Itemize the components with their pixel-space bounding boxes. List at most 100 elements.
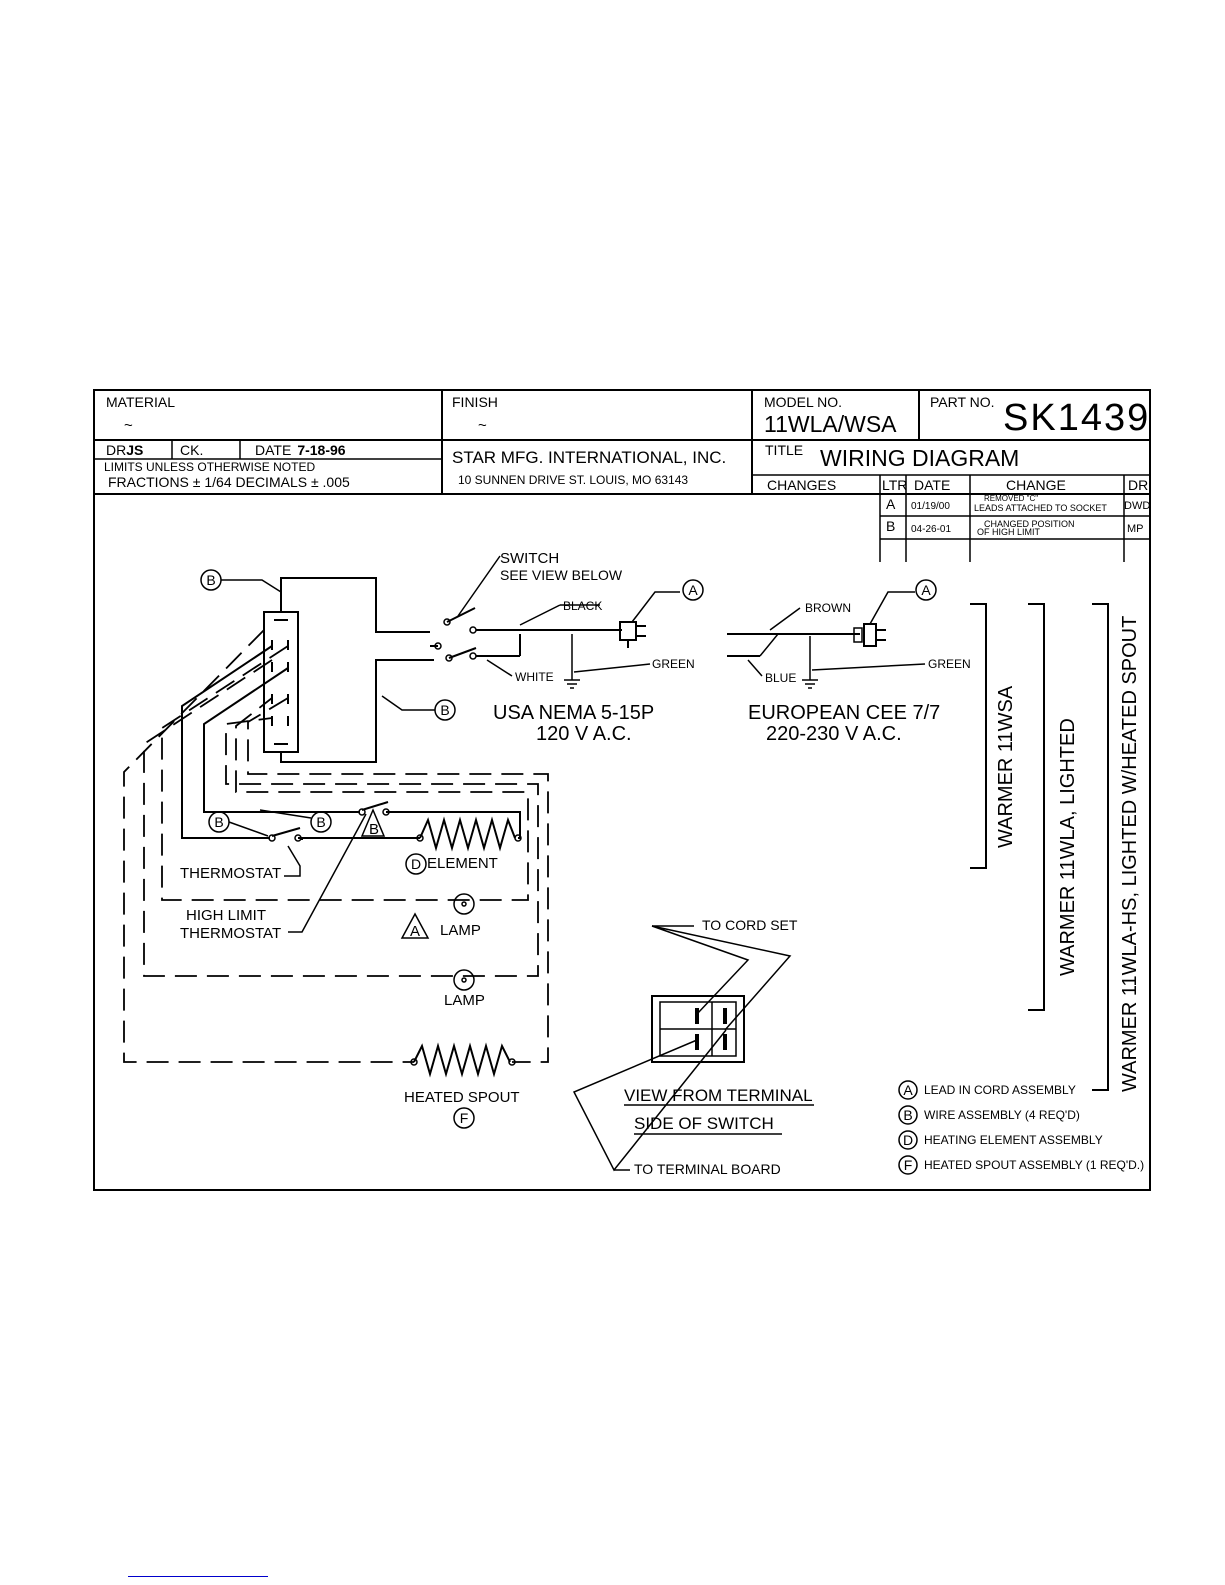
legend-b-marker	[898, 1105, 918, 1125]
usa-plug-leader	[631, 591, 680, 623]
lamp-circuit-1	[161, 645, 529, 901]
spout-terminal-left	[410, 1058, 418, 1066]
change-a-line1: REMOVED "C"	[984, 494, 1038, 503]
change-b-date: 04-26-01	[911, 524, 951, 535]
change-a-dr: DWD	[1124, 500, 1150, 512]
lamp-1-symbol	[453, 893, 475, 915]
material-value: ~	[124, 417, 133, 434]
title-label: TITLE	[765, 442, 803, 458]
marker-f-letter: F	[460, 1110, 469, 1126]
change-b-line2: OF HIGH LIMIT	[977, 527, 1041, 537]
bracket-wla	[1028, 603, 1045, 1011]
lamp-2-filament	[461, 977, 467, 983]
legend-f-marker	[898, 1155, 918, 1175]
eu-green-label: GREEN	[928, 657, 971, 671]
usa-plug-line-2: 120 V A.C.	[536, 723, 632, 745]
switch-label: SWITCH	[500, 550, 559, 567]
marker-a-usa	[682, 579, 704, 601]
drawn-by-value: JS	[126, 442, 143, 458]
model-label: MODEL NO.	[764, 394, 842, 410]
usa-plug-icon	[619, 621, 646, 648]
spout-circuit-return	[247, 697, 549, 1063]
white-leader	[486, 659, 513, 677]
spout-circuit-feed	[123, 629, 414, 1063]
lamp-2-symbol	[453, 969, 475, 991]
wire-b-top	[280, 577, 430, 633]
legend-a-marker	[898, 1080, 918, 1100]
heating-element-resistor	[419, 816, 516, 852]
switch-terminal-view	[651, 995, 745, 1063]
checked-label: CK.	[180, 442, 203, 458]
date-value: 7-18-96	[297, 442, 345, 458]
changes-header-change: CHANGE	[1006, 477, 1066, 493]
lamp-1-filament	[461, 901, 467, 907]
marker-b-triangle-letter: B	[369, 821, 379, 838]
legend-a-text: LEAD IN CORD ASSEMBLY	[924, 1083, 1076, 1097]
bracket-wsa	[970, 603, 987, 869]
legend-b-letter: B	[903, 1107, 912, 1123]
eu-plug-line-1: EUROPEAN CEE 7/7	[748, 702, 940, 724]
limits-line-1: LIMITS UNLESS OTHERWISE NOTED	[104, 460, 315, 474]
thermostat-leader	[284, 845, 301, 877]
material-label: MATERIAL	[106, 394, 175, 410]
marker-a-eu-letter: A	[921, 582, 931, 598]
to-terminal-board-label: TO TERMINAL BOARD	[634, 1161, 781, 1177]
view-label-1: VIEW FROM TERMINAL	[624, 1086, 813, 1105]
blue-wire-join	[759, 633, 779, 657]
change-a-date: 01/19/00	[911, 501, 950, 512]
warmer-wsa-label: WARMER 11WSA	[995, 685, 1017, 848]
drawn-by-label: DR	[106, 442, 126, 458]
marker-b-thermostat-leader	[228, 821, 269, 837]
part-label: PART NO.	[930, 394, 995, 410]
switch-sublabel: SEE VIEW BELOW	[500, 567, 623, 583]
main-switch-symbol	[430, 607, 622, 662]
marker-a-triangle	[400, 912, 430, 939]
marker-f	[453, 1107, 475, 1129]
part-value: SK1439	[1003, 397, 1150, 439]
changes-label: CHANGES	[767, 477, 836, 493]
to-cord-set-leaders	[651, 925, 792, 1031]
usa-green-leader	[573, 663, 651, 673]
legend-a-letter: A	[903, 1082, 913, 1098]
company-name: STAR MFG. INTERNATIONAL, INC.	[452, 448, 726, 467]
change-b-dr: MP	[1127, 523, 1144, 535]
marker-b-high-limit	[310, 811, 332, 833]
legend-d-letter: D	[903, 1132, 913, 1148]
company-address: 10 SUNNEN DRIVE ST. LOUIS, MO 63143	[458, 473, 688, 487]
eu-green-leader	[811, 663, 926, 671]
change-b-line1: CHANGED POSITION	[984, 519, 1075, 529]
thermostat-switch	[268, 827, 302, 842]
usa-plug-line-1: USA NEMA 5-15P	[493, 702, 654, 724]
usa-green-label: GREEN	[652, 657, 695, 671]
thermostat-label: THERMOSTAT	[180, 865, 281, 882]
marker-b-side-leader	[381, 695, 435, 711]
drawing-border	[93, 389, 1151, 1191]
changes-header-date: DATE	[914, 477, 950, 493]
warmer-hs-label: WARMER 11WLA-HS, LIGHTED W/HEATED SPOUT	[1119, 616, 1141, 1092]
marker-d-letter: D	[411, 856, 421, 872]
element-terminal-left	[416, 834, 424, 842]
legend-f-letter: F	[904, 1157, 913, 1173]
model-value: 11WLA/WSA	[764, 411, 897, 437]
legend-d-marker	[898, 1130, 918, 1150]
change-a-ltr: A	[886, 496, 896, 512]
usa-ground-symbol	[564, 679, 580, 689]
footer-link-underline	[128, 1576, 268, 1577]
changes-header-dr: DR	[1128, 477, 1148, 493]
black-label: BLACK	[563, 599, 602, 613]
spout-terminal-right	[508, 1058, 516, 1066]
marker-b-high-limit-letter: B	[316, 814, 325, 830]
marker-b-top-letter: B	[206, 572, 215, 588]
legend-f-text: HEATED SPOUT ASSEMBLY (1 REQ'D.)	[924, 1158, 1144, 1172]
high-limit-label-1: HIGH LIMIT	[186, 907, 266, 924]
wire-b-bottom	[280, 659, 434, 763]
marker-a-eu	[915, 579, 937, 601]
blue-label: BLUE	[765, 671, 796, 685]
heated-spout-resistor	[413, 1042, 511, 1078]
lamp-2-label: LAMP	[444, 992, 485, 1009]
lamp-1-label: LAMP	[440, 922, 481, 939]
eu-plug-line-2: 220-230 V A.C.	[766, 723, 902, 745]
change-a-line2: LEADS ATTACHED TO SOCKET	[974, 503, 1107, 513]
view-label-2: SIDE OF SWITCH	[634, 1114, 774, 1133]
